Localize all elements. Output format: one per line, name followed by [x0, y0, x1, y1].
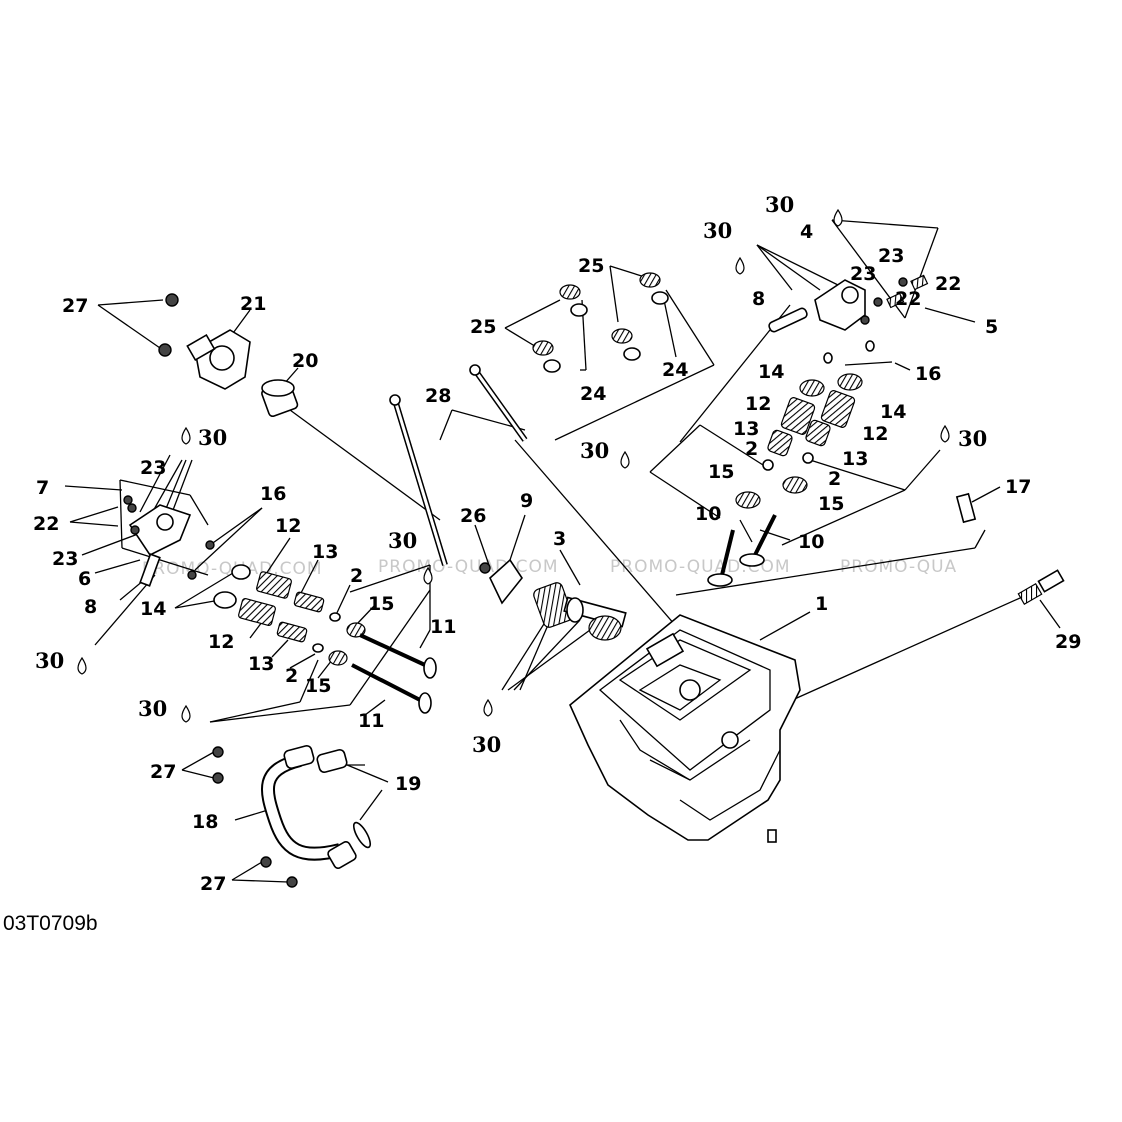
leader-lines [64, 219, 1061, 883]
label-13: 13 [842, 448, 868, 470]
label-14: 14 [140, 598, 166, 620]
temp-sensor [955, 492, 977, 524]
left-valve-springs [213, 564, 366, 666]
spark-plug [1017, 569, 1065, 606]
label-4: 4 [800, 221, 813, 243]
thermostat-housing [186, 329, 251, 390]
label-11: 11 [430, 616, 456, 638]
watermark-4: PROMO-QUA [840, 557, 957, 577]
label-22: 22 [895, 288, 921, 310]
right-valve-springs [735, 340, 875, 509]
label-25: 25 [578, 255, 604, 277]
oil-drop-icon [181, 426, 191, 445]
label-26: 26 [460, 505, 486, 527]
label-30: 30 [472, 732, 501, 757]
oil-drop-icon [940, 424, 950, 443]
label-12: 12 [862, 423, 888, 445]
label-13: 13 [733, 418, 759, 440]
diagram-code: 03T0709b [3, 912, 98, 935]
oil-drop-icon [483, 698, 493, 717]
water-pipe [212, 745, 372, 888]
label-30: 30 [198, 425, 227, 450]
oil-drop-icon [181, 704, 191, 723]
label-7: 7 [36, 477, 49, 499]
label-23: 23 [878, 245, 904, 267]
left-rocker-assembly [123, 495, 215, 587]
label-10: 10 [798, 531, 824, 553]
label-27: 27 [200, 873, 226, 895]
label-12: 12 [745, 393, 771, 415]
camshaft [533, 582, 627, 641]
label-30: 30 [35, 648, 64, 673]
right-rocker-assembly [768, 274, 929, 333]
water-fitting [261, 379, 299, 418]
parts [123, 272, 1065, 888]
label-15: 15 [368, 593, 394, 615]
label-1: 1 [815, 593, 828, 615]
label-19: 19 [395, 773, 421, 795]
label-27: 27 [62, 295, 88, 317]
label-10: 10 [695, 503, 721, 525]
label-6: 6 [78, 568, 91, 590]
label-2: 2 [350, 565, 363, 587]
label-18: 18 [192, 811, 218, 833]
label-30: 30 [765, 192, 794, 217]
valve-caps-top [532, 272, 669, 373]
label-30: 30 [580, 438, 609, 463]
label-15: 15 [305, 675, 331, 697]
label-30: 30 [703, 218, 732, 243]
label-2: 2 [745, 438, 758, 460]
label-21: 21 [240, 293, 266, 315]
oil-drop-icon [833, 208, 843, 227]
label-12: 12 [208, 631, 234, 653]
label-24: 24 [662, 359, 688, 381]
label-27: 27 [150, 761, 176, 783]
left-valves [351, 633, 437, 714]
label-3: 3 [553, 528, 566, 550]
oil-drop-icon [735, 256, 745, 275]
label-12: 12 [275, 515, 301, 537]
label-15: 15 [708, 461, 734, 483]
label-24: 24 [580, 383, 606, 405]
label-17: 17 [1005, 476, 1031, 498]
label-8: 8 [84, 596, 97, 618]
part-labels: 27 21 20 28 25 25 24 24 30 30 4 23 23 22… [33, 192, 1081, 895]
cylinder-head [569, 614, 801, 843]
label-22: 22 [935, 273, 961, 295]
label-2: 2 [828, 468, 841, 490]
label-28: 28 [425, 385, 451, 407]
label-14: 14 [880, 401, 906, 423]
label-15: 15 [818, 493, 844, 515]
oil-drop-icon [620, 450, 630, 469]
label-9: 9 [520, 490, 533, 512]
oil-drop-icon [423, 566, 433, 585]
label-16: 16 [260, 483, 286, 505]
chain-guide [489, 558, 523, 605]
oil-drop-symbols [77, 208, 950, 723]
label-2: 2 [285, 665, 298, 687]
right-valves [707, 514, 777, 587]
label-13: 13 [248, 653, 274, 675]
label-13: 13 [312, 541, 338, 563]
label-23: 23 [140, 457, 166, 479]
label-20: 20 [292, 350, 318, 372]
label-23: 23 [850, 263, 876, 285]
label-23: 23 [52, 548, 78, 570]
label-29: 29 [1055, 631, 1081, 653]
watermark-1: PROMO-QUAD.COM [142, 559, 323, 579]
label-22: 22 [33, 513, 59, 535]
oil-drop-icon [77, 656, 87, 675]
label-5: 5 [985, 316, 998, 338]
label-11: 11 [358, 710, 384, 732]
label-8: 8 [752, 288, 765, 310]
label-30: 30 [958, 426, 987, 451]
label-30: 30 [138, 696, 167, 721]
label-25: 25 [470, 316, 496, 338]
label-30: 30 [388, 528, 417, 553]
label-14: 14 [758, 361, 784, 383]
label-16: 16 [915, 363, 941, 385]
head-bolts [389, 364, 528, 566]
